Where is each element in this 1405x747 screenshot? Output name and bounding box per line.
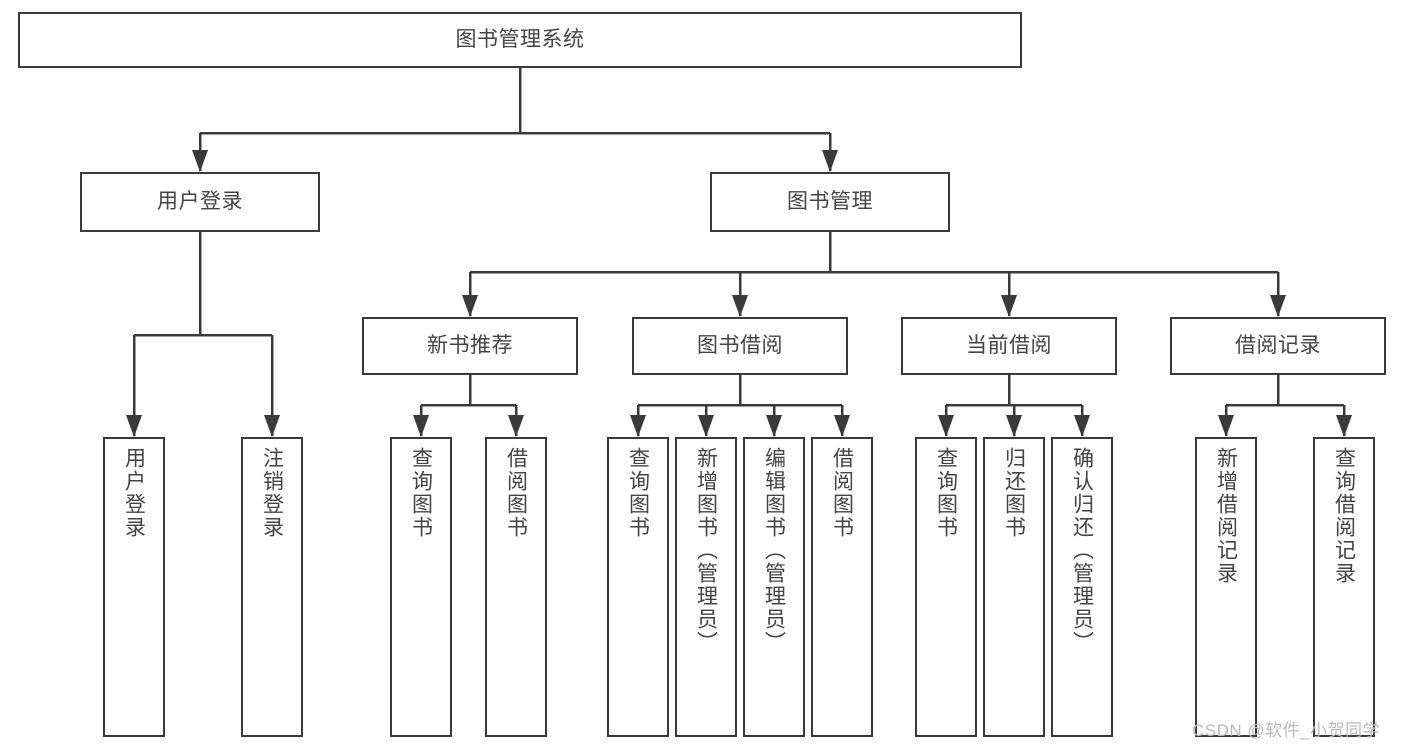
node-leaves-注销登录: 注销登录 [241, 437, 303, 737]
node-label: 确认归还（管理员） [1070, 447, 1094, 654]
node-label: 归还图书 [1002, 447, 1026, 539]
node-level2-图书管理: 图书管理 [710, 172, 950, 232]
node-label: 当前借阅 [966, 333, 1052, 357]
node-label: 图书管理 [787, 189, 873, 213]
node-level2-用户登录: 用户登录 [80, 172, 320, 232]
node-label: 图书管理系统 [455, 27, 585, 51]
node-label: 查询图书 [934, 447, 958, 539]
node-leaves-用户登录: 用户登录 [103, 437, 165, 737]
node-leaves-新增图书管理员: 新增图书（管理员） [675, 437, 737, 737]
node-level3-当前借阅: 当前借阅 [901, 317, 1117, 375]
node-root-图书管理系统: 图书管理系统 [18, 12, 1022, 68]
node-leaves-查询图书: 查询图书 [390, 437, 452, 737]
node-level3-借阅记录: 借阅记录 [1170, 317, 1386, 375]
node-label: 查询图书 [409, 447, 433, 539]
node-label: 注销登录 [260, 447, 284, 539]
node-leaves-查询图书: 查询图书 [915, 437, 977, 737]
node-leaves-借阅图书: 借阅图书 [811, 437, 873, 737]
node-label: 用户登录 [122, 447, 146, 539]
node-leaves-查询图书: 查询图书 [607, 437, 669, 737]
watermark-label: CSDN @软件_小贺同学 [1192, 721, 1381, 740]
node-leaves-编辑图书管理员: 编辑图书（管理员） [743, 437, 805, 737]
node-label: 新增图书（管理员） [694, 447, 718, 654]
node-label: 查询借阅记录 [1332, 447, 1356, 585]
node-leaves-归还图书: 归还图书 [983, 437, 1045, 737]
node-label: 借阅图书 [830, 447, 854, 539]
node-label: 图书借阅 [697, 333, 783, 357]
node-leaves-新增借阅记录: 新增借阅记录 [1195, 437, 1257, 737]
node-label: 用户登录 [157, 189, 243, 213]
node-label: 编辑图书（管理员） [762, 447, 786, 654]
node-label: 新书推荐 [427, 333, 513, 357]
node-label: 新增借阅记录 [1214, 447, 1238, 585]
node-leaves-确认归还管理员: 确认归还（管理员） [1051, 437, 1113, 737]
node-label: 借阅记录 [1235, 333, 1321, 357]
node-level3-新书推荐: 新书推荐 [362, 317, 578, 375]
node-label: 查询图书 [626, 447, 650, 539]
node-leaves-借阅图书: 借阅图书 [485, 437, 547, 737]
node-leaves-查询借阅记录: 查询借阅记录 [1313, 437, 1375, 737]
node-label: 借阅图书 [504, 447, 528, 539]
node-level3-图书借阅: 图书借阅 [632, 317, 848, 375]
